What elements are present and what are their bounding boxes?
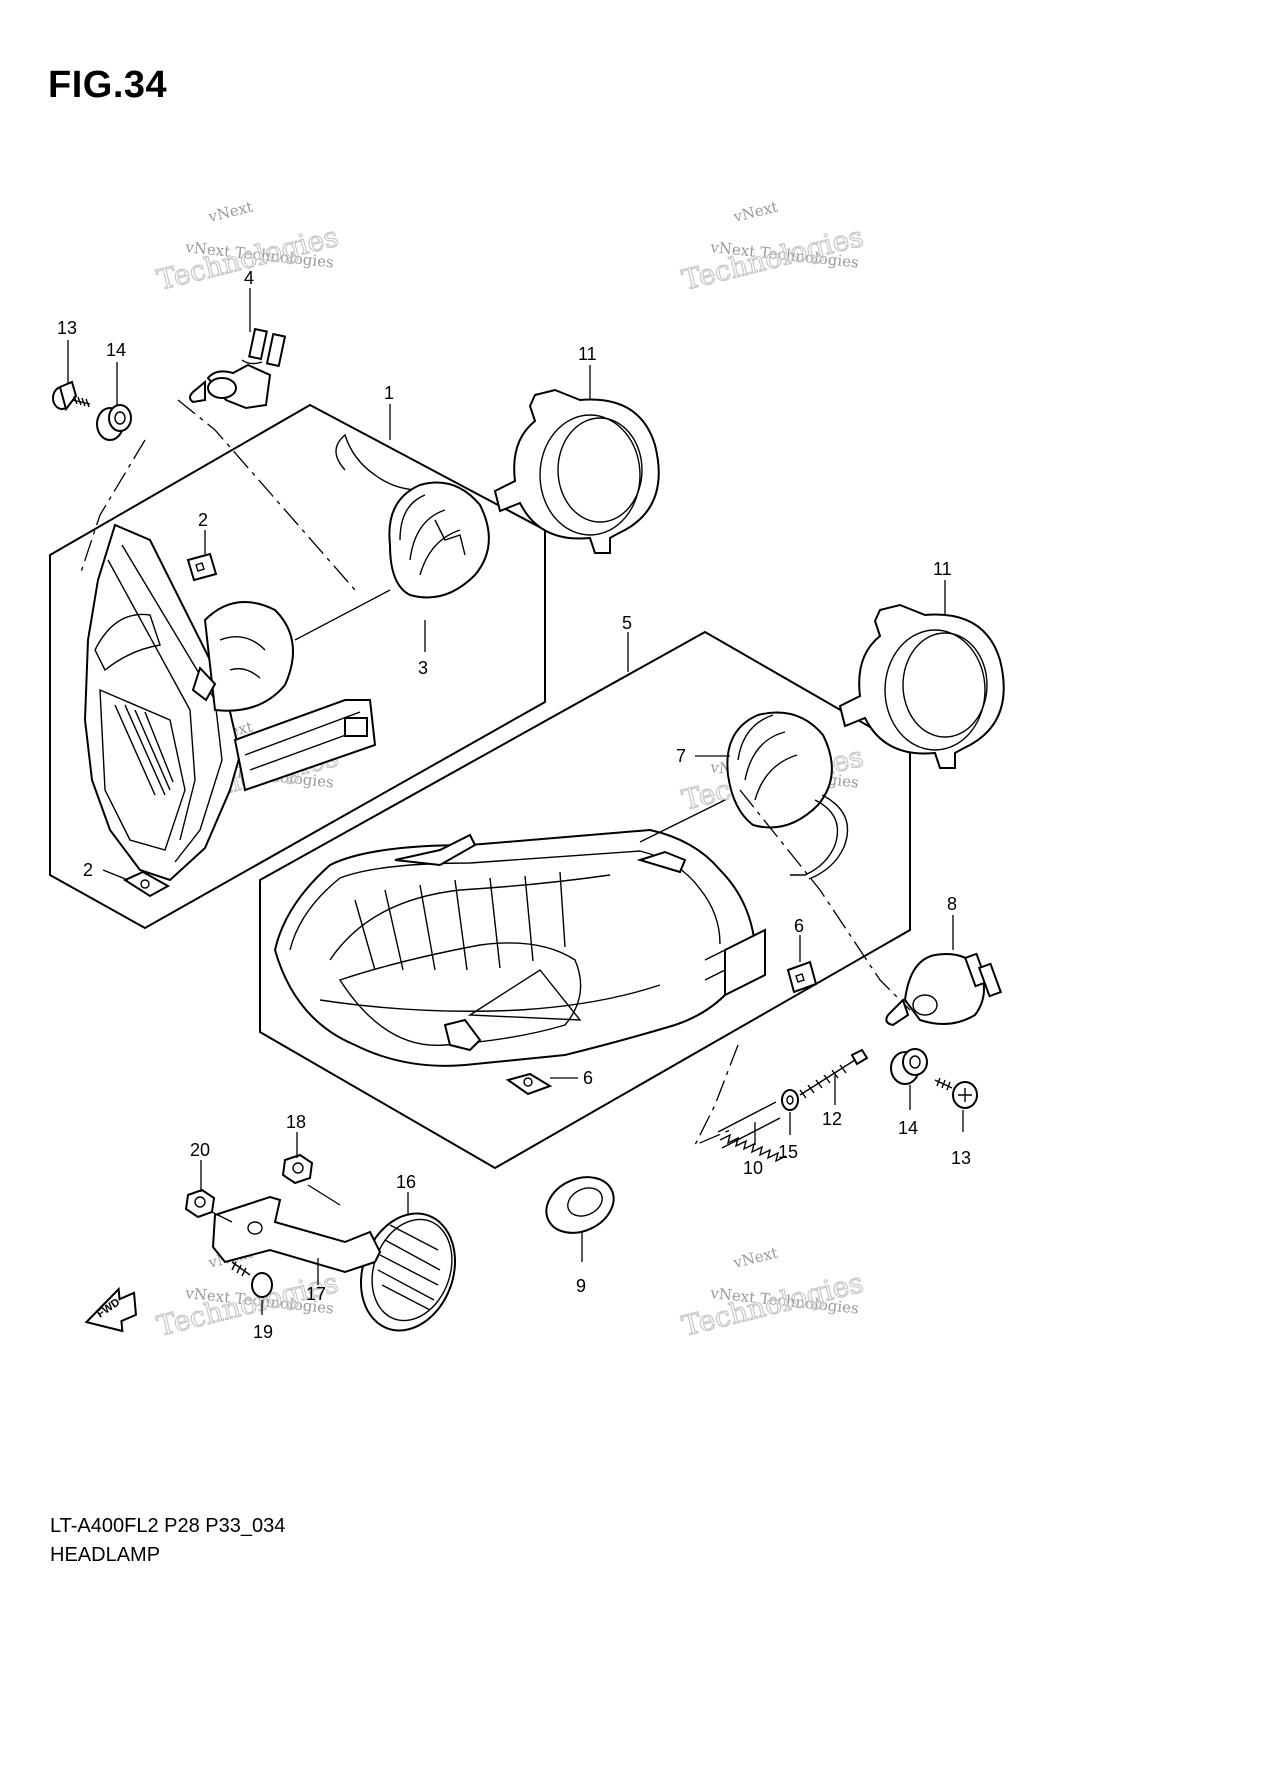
clip-part-2-lower [122,870,171,898]
callout-3: 3 [418,658,428,678]
rubber-ring-part-9 [545,1176,615,1234]
adjusting-bolt-part-12 [799,1048,869,1099]
callout-13: 13 [57,318,77,338]
nut-part-20 [184,1188,216,1219]
screw-part-13-right [934,1077,978,1109]
callout-6: 6 [794,916,804,936]
leader-dash [693,1044,739,1147]
reflector-part-16 [359,1212,457,1332]
callout-2: 2 [83,860,93,880]
callout-13: 13 [951,1148,971,1168]
figure-name: HEADLAMP [50,1544,161,1566]
retaining-ring-part-11-upper [493,388,660,554]
callout-16: 16 [396,1172,416,1192]
callout-18: 18 [286,1112,306,1132]
spring-part-10 [717,1101,787,1163]
callout-12: 12 [822,1109,842,1129]
screw-part-13 [52,380,91,412]
watermark-text: vNext [731,198,780,227]
callout-11: 11 [933,559,952,579]
assembly-frame-left-headlamp [49,403,546,930]
callout-14: 14 [106,340,126,360]
callout-11: 11 [578,344,597,364]
leader-line [307,1184,341,1206]
callout-4: 4 [244,268,254,288]
leader-dash [177,399,356,591]
leader-line [211,1211,233,1223]
bulb-part-8 [885,952,1003,1027]
watermark-bottom-right: vNext vNext Technologies Technologies [678,1244,867,1344]
washer-part-15 [781,1089,799,1111]
figure-title: FIG.34 [48,64,168,106]
watermark-text: Technologies [679,220,867,297]
clip-part-2-upper [186,552,218,582]
watermark-text: Technologies [679,1266,867,1343]
callout-7: 7 [676,746,686,766]
bolt-part-19 [231,1261,273,1298]
watermark-text: Technologies [154,1266,342,1343]
bracket-part-17 [211,1195,382,1274]
callout-17: 17 [306,1284,326,1304]
clip-part-6-lower [505,1072,553,1096]
grommet-part-14-right [890,1048,928,1085]
forward-direction-arrow: FWD [84,1286,138,1333]
bulb-part-4 [189,327,287,410]
callout-6: 6 [583,1068,593,1088]
retaining-ring-part-11-lower [838,603,1005,769]
callout-5: 5 [622,613,632,633]
nut-part-18 [281,1153,314,1185]
headlamp-housing-part-1 [83,523,377,882]
assembly-frame-right-headlamp [259,630,911,1170]
headlamp-housing-part-5 [273,828,766,1067]
leader-line [639,799,726,843]
watermark-top-right: vNext vNext Technologies Technologies [678,198,867,298]
clip-part-6-upper [786,960,818,994]
watermark-text: vNext [731,1244,780,1273]
watermark-text: vNext [206,198,255,227]
socket-part-7 [726,711,849,880]
leader-line [294,589,391,641]
leader-dash [739,789,911,1011]
model-code: LT-A400FL2 P28 P33_034 [50,1515,286,1537]
leader-dash [79,439,146,576]
callout-2: 2 [198,510,208,530]
callout-1: 1 [384,383,394,403]
callouts: 13 14 4 1 11 2 3 11 5 7 2 8 6 [57,268,971,1342]
callout-8: 8 [947,894,957,914]
callout-15: 15 [778,1142,798,1162]
callout-19: 19 [253,1322,273,1342]
grommet-part-14 [96,404,132,441]
callout-20: 20 [190,1140,210,1160]
callout-14: 14 [898,1118,918,1138]
socket-part-3 [335,433,490,599]
callout-9: 9 [576,1276,586,1296]
callout-10: 10 [743,1158,763,1178]
